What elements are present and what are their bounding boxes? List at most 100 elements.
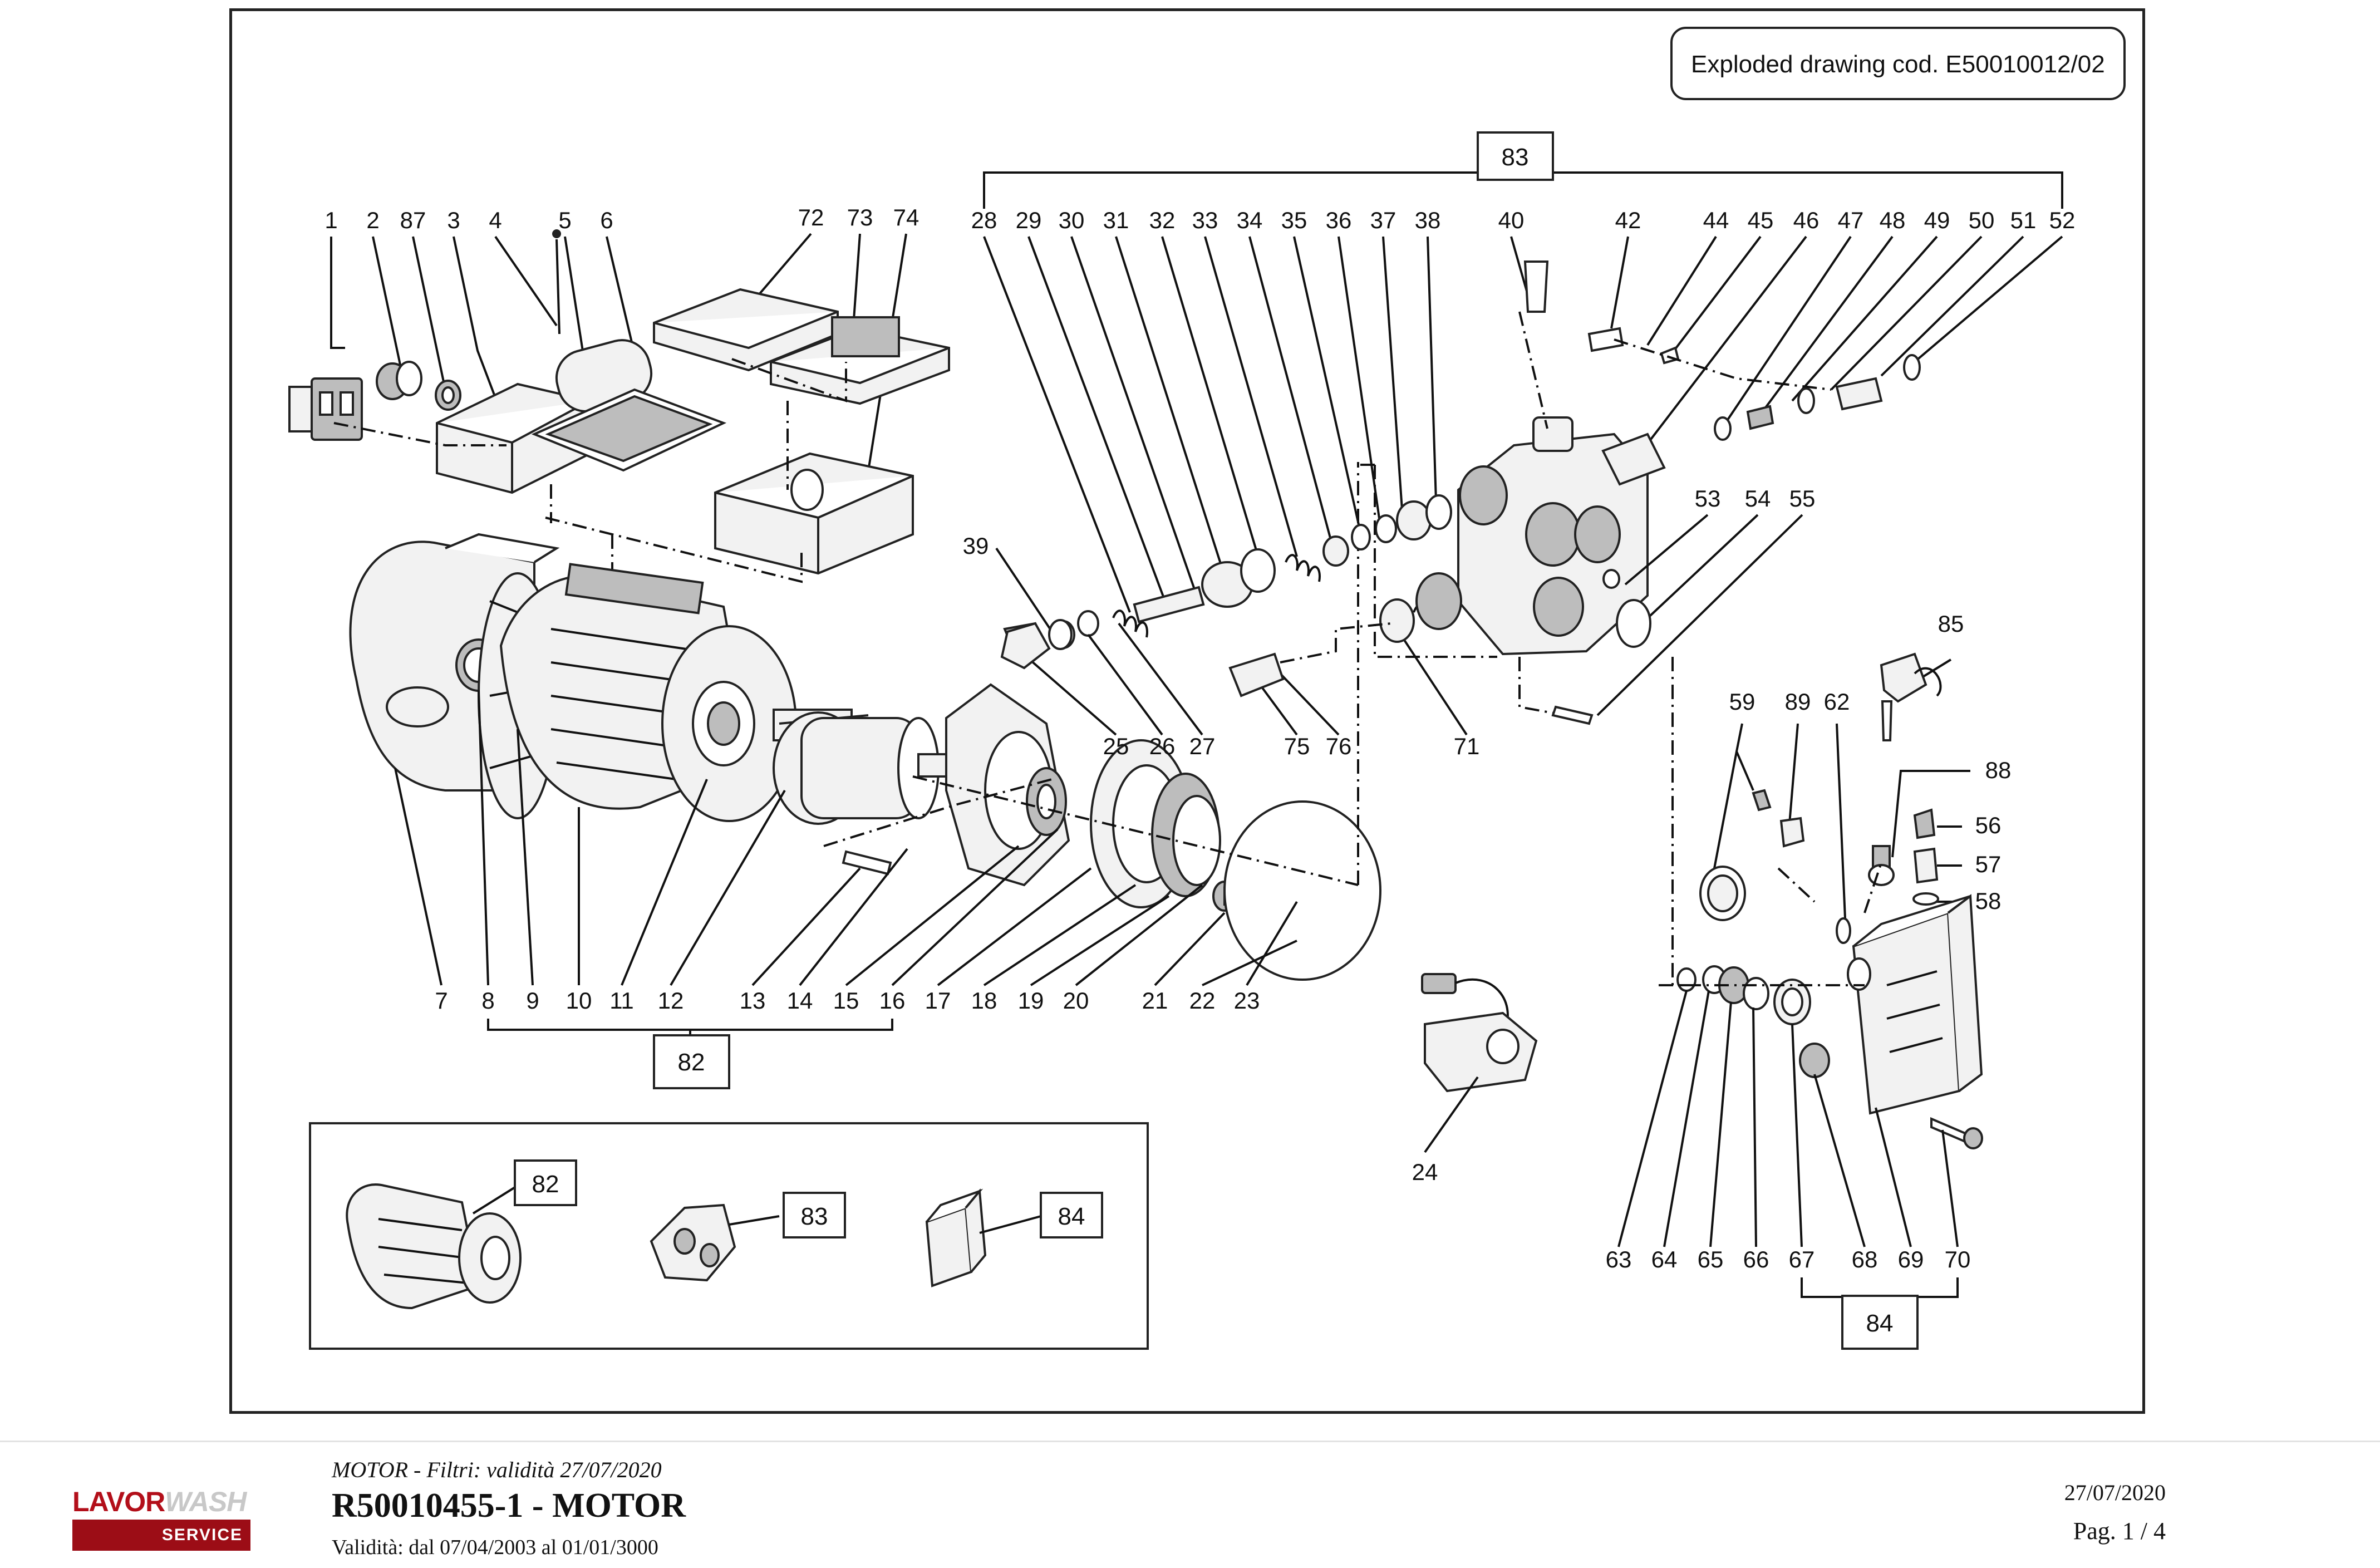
svg-text:9: 9 [526,987,539,1014]
svg-text:11: 11 [609,987,634,1014]
terminal-lids [653,288,950,575]
leaders-valve-bottom [1617,990,1959,1247]
group-label-82: 82 [678,1049,705,1076]
svg-text:23: 23 [1234,987,1260,1014]
svg-text:45: 45 [1748,207,1774,233]
labels-mid: 39 25 26 27 75 76 71 53 54 55 [963,485,1816,759]
footer-subtitle: MOTOR - Filtri: validità 27/07/2020 [332,1457,662,1482]
svg-text:58: 58 [1975,888,2002,914]
group-bracket-84: 84 [1801,1277,1959,1350]
svg-text:66: 66 [1743,1246,1769,1272]
footer-code: R50010455-1 - MOTOR [332,1487,686,1525]
footer-page-number: Pag. 1 / 4 [2073,1517,2166,1545]
group-bracket-82: 82 [487,1019,893,1089]
svg-text:8: 8 [481,987,494,1014]
svg-text:10: 10 [566,987,592,1014]
svg-text:32: 32 [1149,207,1176,233]
inset-valve-block [925,1188,1041,1287]
svg-text:85: 85 [1938,611,1964,637]
svg-text:48: 48 [1880,207,1906,233]
leaders-pump-top [983,235,2063,613]
motor-rotor [773,709,975,825]
svg-text:15: 15 [833,987,859,1014]
valve-seals [1676,965,1811,1025]
svg-text:51: 51 [2010,207,2037,233]
svg-text:55: 55 [1789,485,1816,512]
part-label: 73 [847,204,873,230]
svg-text:19: 19 [1018,987,1044,1014]
svg-text:39: 39 [963,533,989,559]
inset-label-84: 84 [1058,1203,1085,1230]
pump-head-right-parts [1714,354,1921,441]
svg-text:75: 75 [1284,733,1310,759]
inset-label-83: 83 [801,1203,828,1230]
svg-text:46: 46 [1793,207,1820,233]
axis-motor [823,462,1359,886]
labels-motor: 7 8 9 10 11 12 13 14 15 16 17 18 19 20 2… [435,987,1260,1014]
svg-text:38: 38 [1415,207,1441,233]
svg-text:30: 30 [1059,207,1085,233]
screw-13 [842,850,892,876]
piston-spring [1223,800,1381,981]
svg-text:12: 12 [658,987,684,1014]
svg-text:28: 28 [971,207,997,233]
motor-flange [661,625,797,822]
nut-and-fittings-mid [1000,569,1651,725]
group-label-84: 84 [1866,1310,1894,1337]
part-label: 2 [366,207,379,233]
svg-text:25: 25 [1103,733,1129,759]
svg-text:65: 65 [1698,1246,1724,1272]
svg-text:21: 21 [1142,987,1168,1014]
terminal-box [436,229,727,494]
svg-text:18: 18 [971,987,997,1014]
title-box [1670,27,2126,100]
footer-date: 27/07/2020 [2064,1480,2166,1505]
labels-pump-top: 28 29 30 31 32 33 34 35 36 37 38 40 42 4… [971,207,2076,233]
part-label: 5 [558,207,571,233]
part-label: 1 [324,207,337,233]
svg-text:42: 42 [1615,207,1641,233]
labels-valve: 85 88 56 57 58 59 89 62 [1729,611,2012,914]
svg-text:71: 71 [1454,733,1480,759]
pump-flange [945,683,1070,887]
svg-text:44: 44 [1703,207,1729,233]
axis-valve [1659,657,1882,986]
footer-divider [0,1441,2380,1442]
svg-text:69: 69 [1898,1246,1924,1272]
part-label-24: 24 [1412,1159,1438,1185]
svg-text:88: 88 [1985,757,2012,783]
svg-text:59: 59 [1729,689,1756,715]
svg-text:27: 27 [1189,733,1216,759]
valve-parts [1699,652,1942,944]
svg-text:53: 53 [1695,485,1721,512]
svg-text:63: 63 [1606,1246,1632,1272]
svg-text:34: 34 [1237,207,1263,233]
svg-text:67: 67 [1789,1246,1815,1272]
svg-text:29: 29 [1016,207,1042,233]
part-label: 87 [400,207,426,233]
axis-switch [333,422,507,446]
svg-text:52: 52 [2049,207,2076,233]
svg-text:26: 26 [1149,733,1176,759]
labels-valve-bottom: 63 64 65 66 67 68 69 70 [1606,1246,1971,1272]
part-label: 72 [798,204,824,230]
drawing-frame [229,8,2145,1414]
svg-text:33: 33 [1192,207,1218,233]
svg-text:76: 76 [1326,733,1352,759]
footer-validity: Validità: dal 07/04/2003 al 01/01/3000 [332,1536,658,1559]
switch-part [288,361,461,441]
svg-text:31: 31 [1103,207,1129,233]
valve-block-body [1799,894,1983,1149]
svg-text:70: 70 [1945,1246,1971,1272]
labels-top-left: 1 2 87 3 4 5 6 72 73 74 [324,204,919,233]
svg-text:36: 36 [1326,207,1352,233]
part-label: 6 [600,207,613,233]
group-label-83: 83 [1502,144,1529,171]
svg-text:40: 40 [1498,207,1525,233]
axis-pump [1358,311,1832,719]
svg-text:7: 7 [435,987,448,1014]
pump-head-body [1457,260,1680,656]
part-label: 74 [893,204,919,230]
svg-text:49: 49 [1924,207,1950,233]
